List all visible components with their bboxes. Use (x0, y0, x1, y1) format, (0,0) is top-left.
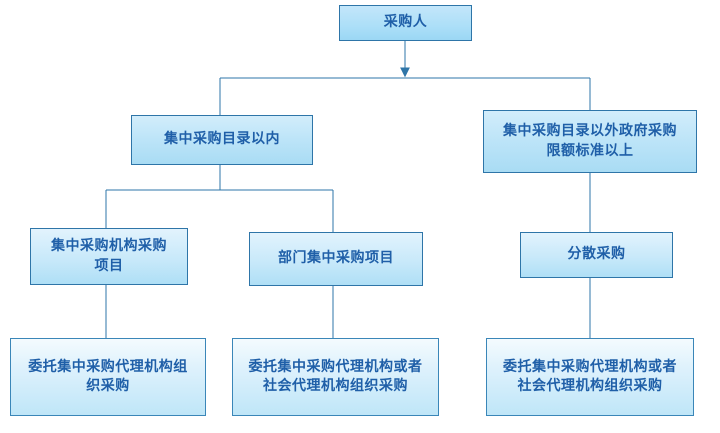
node-leaf-entrust-left[interactable]: 委托集中采购代理机构组 织采购 (10, 338, 206, 416)
node-department-project-label: 部门集中采购项目 (278, 250, 394, 267)
node-agency-project[interactable]: 集中采购机构采购 项目 (30, 228, 188, 285)
node-leaf-entrust-mid-label: 委托集中采购代理机构或者 社会代理机构组织采购 (248, 358, 423, 394)
node-dispersed-procurement-label: 分散采购 (567, 246, 626, 263)
node-outside-catalog[interactable]: 集中采购目录以外政府采购 限额标准以上 (483, 110, 697, 173)
node-root-label: 采购人 (383, 14, 428, 31)
node-leaf-entrust-right[interactable]: 委托集中采购代理机构或者 社会代理机构组织采购 (486, 338, 694, 416)
node-dispersed-procurement[interactable]: 分散采购 (520, 232, 673, 278)
node-inside-catalog[interactable]: 集中采购目录以内 (131, 115, 313, 165)
node-root[interactable]: 采购人 (339, 5, 472, 41)
node-leaf-entrust-left-label: 委托集中采购代理机构组 织采购 (28, 358, 188, 394)
node-inside-catalog-label: 集中采购目录以内 (164, 131, 280, 148)
node-leaf-entrust-mid[interactable]: 委托集中采购代理机构或者 社会代理机构组织采购 (232, 338, 439, 416)
node-outside-catalog-label: 集中采购目录以外政府采购 限额标准以上 (503, 123, 677, 159)
node-department-project[interactable]: 部门集中采购项目 (249, 232, 423, 286)
node-leaf-entrust-right-label: 委托集中采购代理机构或者 社会代理机构组织采购 (503, 358, 677, 394)
node-agency-project-label: 集中采购机构采购 项目 (51, 238, 167, 274)
